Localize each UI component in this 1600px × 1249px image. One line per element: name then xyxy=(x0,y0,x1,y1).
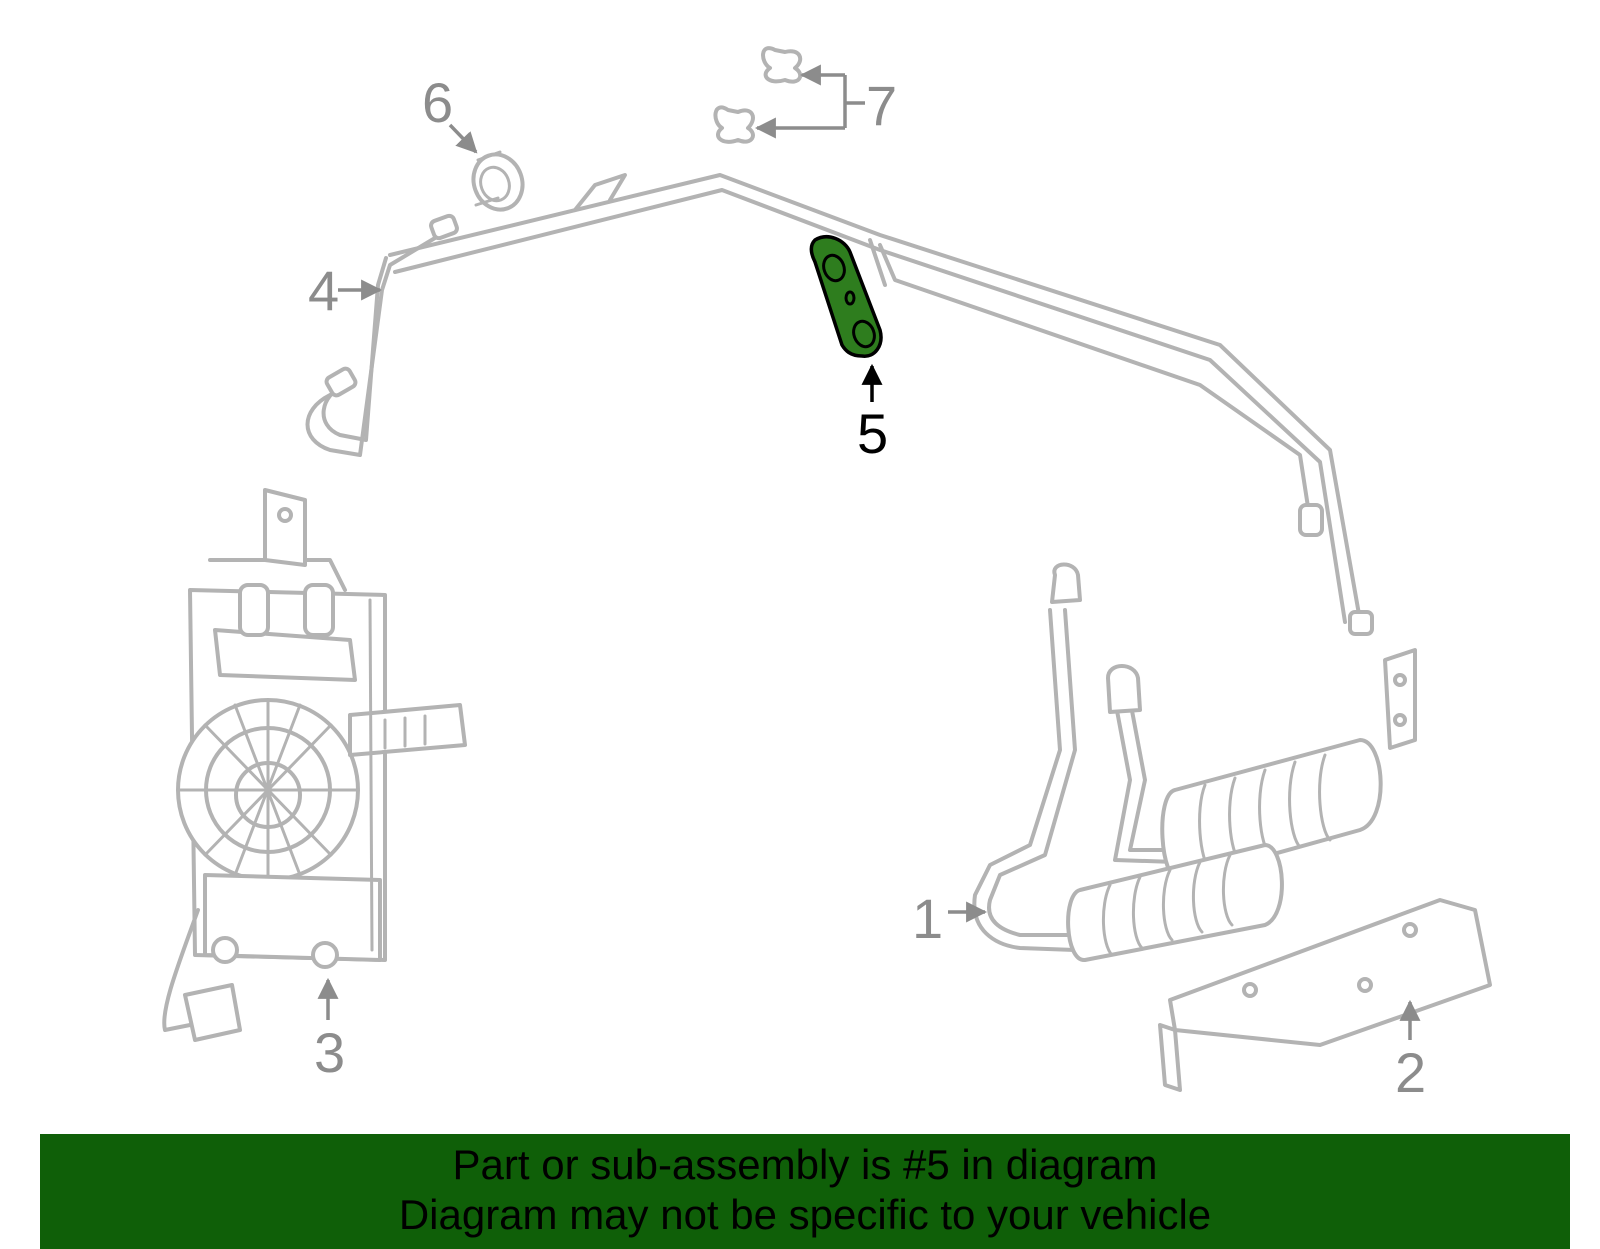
oil-cooler-part xyxy=(972,562,1417,962)
svg-text:1: 1 xyxy=(912,887,943,950)
callout-3: 3 xyxy=(314,977,345,1084)
callout-5: 5 xyxy=(857,363,888,465)
fan-module-part xyxy=(162,488,467,1042)
svg-text:7: 7 xyxy=(866,74,897,137)
callout-4: 4 xyxy=(308,259,383,322)
callout-7: 7 xyxy=(754,64,897,139)
grommet-part xyxy=(471,150,525,212)
svg-text:4: 4 xyxy=(308,259,339,322)
svg-text:3: 3 xyxy=(314,1021,345,1084)
callout-6: 6 xyxy=(422,71,478,154)
info-banner: Part or sub-assembly is #5 in diagram Di… xyxy=(40,1134,1570,1249)
seal-plate-part xyxy=(809,235,883,358)
cooler-line-part xyxy=(305,173,1374,636)
svg-text:5: 5 xyxy=(857,402,888,465)
banner-line-1: Part or sub-assembly is #5 in diagram xyxy=(452,1141,1158,1188)
banner-line-2: Diagram may not be specific to your vehi… xyxy=(398,1191,1212,1238)
callout-1: 1 xyxy=(912,887,988,950)
clips-part xyxy=(713,46,803,144)
svg-text:2: 2 xyxy=(1395,1041,1426,1104)
callout-2: 2 xyxy=(1395,999,1426,1104)
svg-text:6: 6 xyxy=(422,71,453,134)
